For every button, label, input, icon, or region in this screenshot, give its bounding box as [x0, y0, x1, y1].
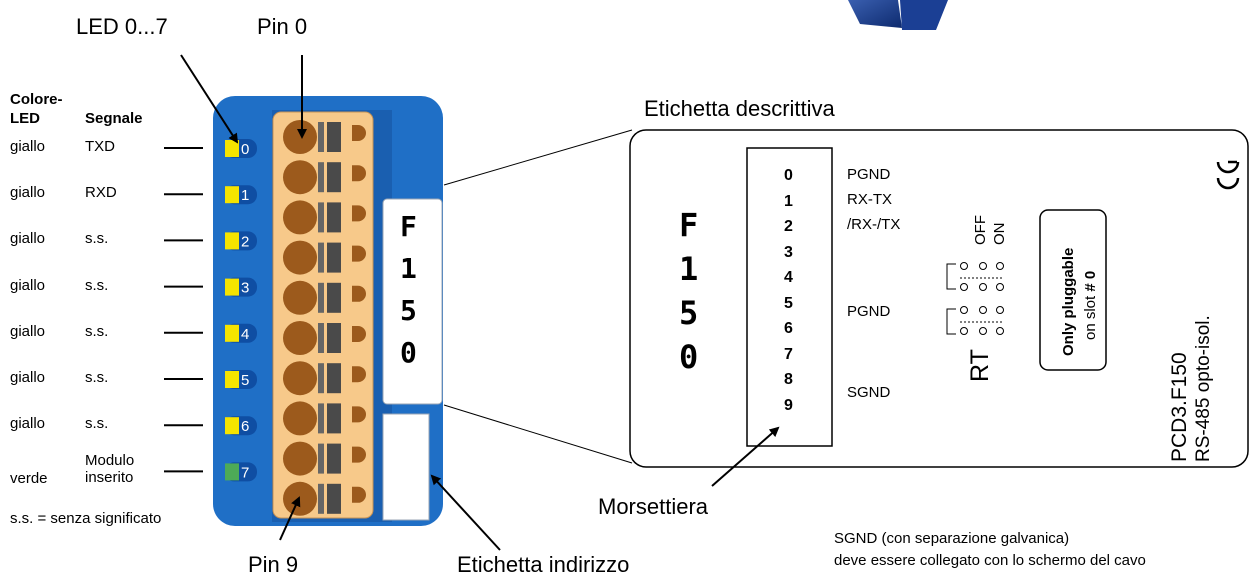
led-color-6: giallo	[10, 415, 46, 433]
slot-box	[1039, 209, 1107, 371]
led-number: 5	[241, 372, 249, 389]
address-arrow	[430, 474, 501, 551]
terminal-pin-6	[283, 361, 366, 396]
led-number: 2	[241, 233, 249, 250]
led-4: 4	[225, 323, 257, 343]
pin-number: 4	[784, 269, 793, 286]
led-color-3: giallo	[10, 276, 46, 294]
pin-number: 5	[784, 294, 793, 312]
led-1: 1	[225, 185, 257, 205]
module-code-char: 5	[400, 294, 417, 327]
led-color-5: giallo	[10, 369, 46, 386]
on-slot-text: on slot	[1082, 295, 1099, 340]
pin9-callout: Pin 9	[248, 552, 299, 577]
label-code-char: 5	[679, 294, 699, 332]
led-number: 4	[241, 326, 249, 343]
led-color-7: verde	[10, 470, 48, 488]
led-7: 7	[225, 462, 257, 482]
led-color-4: giallo	[10, 322, 46, 340]
address-label-callout: Etichetta indirizzo	[457, 552, 630, 577]
terminal-pin-5	[283, 321, 366, 355]
terminal-pin-2	[283, 200, 366, 235]
pin-number: 7	[784, 345, 793, 363]
table-header-signal: Segnale	[85, 110, 143, 127]
led-arrow	[180, 54, 239, 144]
pin-number: 1	[784, 192, 793, 210]
led-color-0: giallo	[10, 138, 46, 155]
pin0-callout: Pin 0	[257, 14, 308, 39]
label-code-char: 1	[679, 250, 699, 288]
signal-5: s.s.	[85, 369, 109, 386]
descriptive-label-callout: Etichetta descrittiva	[644, 96, 835, 121]
label-code-char: F	[679, 206, 699, 244]
led-0: 0	[225, 139, 257, 158]
pin-number: 8	[784, 371, 793, 388]
table-header-color: Colore- LED	[10, 91, 63, 127]
slot-line: on slot # 0	[1082, 271, 1099, 340]
rt-label: RT	[966, 349, 994, 382]
led-color-2: giallo	[10, 230, 46, 248]
label-code-char: 0	[679, 338, 699, 376]
signal-3: s.s.	[85, 276, 109, 294]
pin9-arrow	[279, 496, 301, 541]
module-code-char: 0	[400, 336, 417, 369]
signal-0: TXD	[85, 138, 115, 155]
led-column: 0 1 2 3 4 5 6 7	[225, 139, 257, 482]
descriptive-label	[629, 129, 1249, 468]
module-label	[382, 198, 443, 405]
signal-4: s.s.	[85, 322, 109, 340]
terminal-pin-3	[283, 240, 366, 275]
terminal-pin-1	[283, 160, 366, 195]
led-number: 3	[241, 280, 249, 297]
product-desc: RS-485 opto-isol.	[1193, 315, 1214, 462]
led-range-callout: LED 0...7	[76, 14, 168, 39]
terminal-pin-8	[283, 441, 366, 476]
note-line2: deve essere collegato con lo schermo del…	[834, 552, 1146, 569]
terminal-arrow	[711, 426, 780, 487]
module-code-char: 1	[400, 252, 417, 285]
led-number: 0	[241, 141, 249, 158]
terminal-pin-7	[283, 401, 366, 436]
pin-number: 2	[784, 218, 793, 235]
led-number: 1	[241, 187, 249, 204]
table-footnote: s.s. = senza significato	[10, 510, 162, 527]
slot-number: # 0	[1082, 270, 1099, 292]
signal-nrxtx: /RX-/TX	[847, 216, 901, 233]
signal-pgnd-5: PGND	[847, 303, 891, 320]
pin-number-box	[746, 147, 833, 447]
signal-6: s.s.	[85, 415, 109, 433]
led-2: 2	[225, 231, 257, 251]
module-code-char: F	[400, 210, 417, 243]
led-number: 7	[241, 464, 249, 481]
led-5: 5	[225, 370, 257, 389]
switch-on-label: ON	[991, 222, 1008, 246]
signal-pgnd-0: PGND	[847, 166, 891, 183]
switch-off-label: OFF	[972, 215, 989, 245]
ce-mark	[1216, 160, 1240, 190]
terminal-block-callout: Morsettiera	[598, 494, 709, 519]
signal-2: s.s.	[85, 230, 109, 248]
product-code: PCD3.F150	[1168, 352, 1191, 462]
terminal-pin-4	[283, 280, 366, 315]
only-pluggable: Only pluggable	[1060, 247, 1077, 356]
rt-switch	[946, 262, 1004, 335]
pin-number: 6	[784, 320, 793, 337]
address-label-slot	[382, 413, 430, 521]
led-color-1: giallo	[10, 184, 46, 202]
signal-rxtx: RX-TX	[847, 191, 892, 208]
note-line1: SGND (con separazione galvanica)	[834, 530, 1070, 547]
pin-number: 0	[784, 167, 793, 184]
signal-1: RXD	[85, 184, 117, 202]
led-3: 3	[225, 277, 257, 297]
led-6: 6	[225, 416, 257, 436]
led-number: 6	[241, 418, 249, 435]
signal-sgnd: SGND	[847, 384, 891, 401]
device-corner	[848, 0, 948, 30]
pin-number: 3	[784, 243, 793, 261]
pin-number: 9	[784, 396, 793, 414]
